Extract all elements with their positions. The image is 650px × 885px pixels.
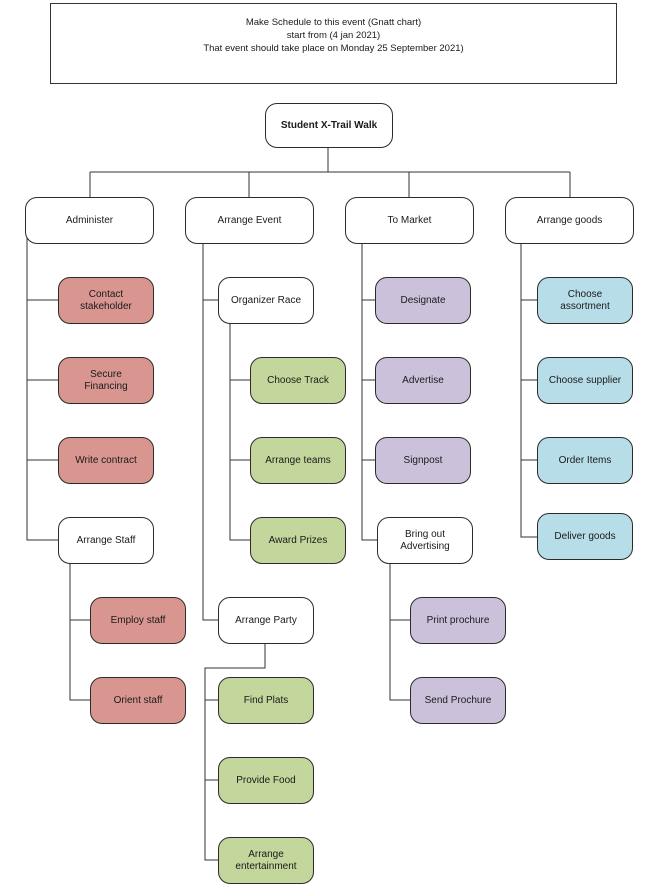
connector-staff-spine bbox=[69, 563, 90, 701]
connector-administer-spine bbox=[26, 220, 60, 541]
node-to-market: To Market bbox=[345, 197, 474, 244]
node-root: Student X-Trail Walk bbox=[265, 103, 393, 148]
node-print-prochure: Print prochure bbox=[410, 597, 506, 644]
node-order-items: Order Items bbox=[537, 437, 633, 484]
connector-goods-spine bbox=[520, 243, 537, 538]
node-administer: Administer bbox=[25, 197, 154, 244]
node-provide-food: Provide Food bbox=[218, 757, 314, 804]
node-bring-out-advertising: Bring out Advertising bbox=[377, 517, 473, 564]
node-choose-assortment: Choose assortment bbox=[537, 277, 633, 324]
node-signpost: Signpost bbox=[375, 437, 471, 484]
node-employ-staff: Employ staff bbox=[90, 597, 186, 644]
node-designate: Designate bbox=[375, 277, 471, 324]
node-choose-supplier: Choose supplier bbox=[537, 357, 633, 404]
connector-event-spine bbox=[202, 243, 218, 621]
node-award-prizes: Award Prizes bbox=[250, 517, 346, 564]
node-deliver-goods: Deliver goods bbox=[537, 513, 633, 560]
node-contact-stakeholder: Contact stakeholder bbox=[58, 277, 154, 324]
instruction-line-3: That event should take place on Monday 2… bbox=[203, 43, 464, 54]
node-arrange-event: Arrange Event bbox=[185, 197, 314, 244]
connector-party-spine bbox=[204, 643, 266, 861]
node-arrange-entertainment: Arrange entertainment bbox=[218, 837, 314, 884]
connector-race-spine bbox=[229, 323, 250, 541]
connector-market-spine bbox=[361, 243, 377, 541]
node-choose-track: Choose Track bbox=[250, 357, 346, 404]
connector-advertising-spine bbox=[389, 563, 410, 701]
node-arrange-teams: Arrange teams bbox=[250, 437, 346, 484]
node-orient-staff: Orient staff bbox=[90, 677, 186, 724]
node-arrange-party: Arrange Party bbox=[218, 597, 314, 644]
node-write-contract: Write contract bbox=[58, 437, 154, 484]
node-arrange-goods: Arrange goods bbox=[505, 197, 634, 244]
node-find-plats: Find Plats bbox=[218, 677, 314, 724]
node-secure-financing: Secure Financing bbox=[58, 357, 154, 404]
instruction-line-2: start from (4 jan 2021) bbox=[286, 30, 381, 41]
instruction-box: Make Schedule to this event (Gnatt chart… bbox=[50, 3, 617, 84]
node-arrange-staff: Arrange Staff bbox=[58, 517, 154, 564]
instruction-line-1: Make Schedule to this event (Gnatt chart… bbox=[245, 17, 422, 28]
node-send-prochure: Send Prochure bbox=[410, 677, 506, 724]
node-advertise: Advertise bbox=[375, 357, 471, 404]
node-organizer-race: Organizer Race bbox=[218, 277, 314, 324]
